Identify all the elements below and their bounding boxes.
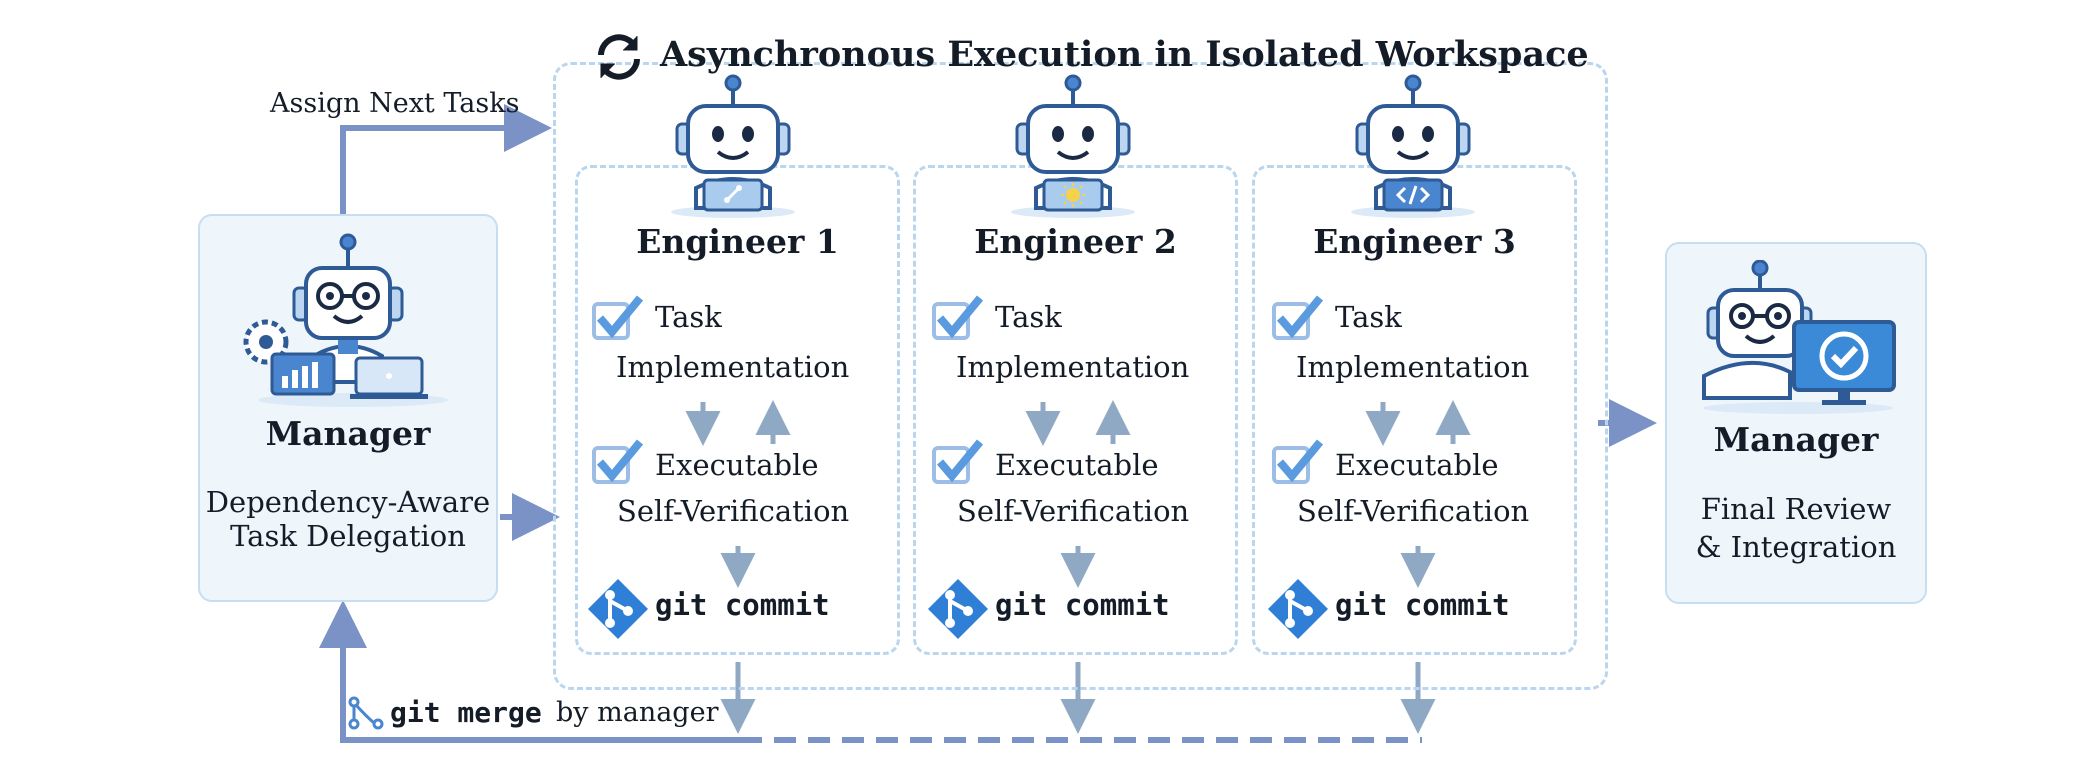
engineer-2-step-implementation-line2: Implementation [956,350,1190,384]
monitor-checkmark-icon [1702,260,1896,414]
engineer-1-git-commit: git commit [655,588,830,622]
engineer-1-step-arrows [685,400,791,588]
engineer-1-name: Engineer 1 [636,222,839,261]
engineer-1-step-implementation-line1: Task [655,300,722,334]
manager-right-role-line2: & Integration [1695,530,1897,564]
manager-right-role-line1: Final Review [1700,492,1892,526]
sync-icon [598,34,640,80]
isolated-workspace [553,62,1608,690]
engineer-2-git-commit: git commit [995,588,1170,622]
checkbox-checked-icon [932,439,984,484]
code-brackets-icon [1396,185,1430,205]
checkbox-checked-icon [932,295,984,340]
engineer-1-step-verification-line1: Executable [655,448,819,482]
engineer-2-step-implementation-line1: Task [995,300,1062,334]
engineer-2-name: Engineer 2 [974,222,1177,261]
engineer-1-step-implementation-line2: Implementation [616,350,850,384]
checkbox-checked-icon [592,439,644,484]
checkbox-checked-icon [592,295,644,340]
manager-left-role-line1: Dependency-Aware [205,485,491,519]
commit-down-arrows [720,662,1436,734]
assign-next-tasks-arrow [340,104,552,214]
merge-return-arrow [319,600,740,743]
git-merge-command: git merge [390,696,542,729]
checkbox-checked-icon [1272,439,1324,484]
engineer-3-step-arrows [1365,400,1471,588]
assign-next-tasks-label: Assign Next Tasks [270,88,520,119]
engineer-2-step-verification-line1: Executable [995,448,1159,482]
manager-right-name: Manager [1713,420,1879,459]
engineer-3-step-implementation-line2: Implementation [1296,350,1530,384]
checkbox-checked-icon [1272,295,1324,340]
engineer-2-step-verification-line2: Self-Verification [957,494,1190,528]
engineer-2-step-arrows [1025,400,1131,588]
engineer-3-name: Engineer 3 [1313,222,1516,261]
git-branch-icon [724,185,742,203]
git-logo-icon [928,579,988,639]
manager-left-name: Manager [265,414,431,453]
engineer-3-step-implementation-line1: Task [1335,300,1402,334]
robot-with-glasses-icon [243,233,448,407]
engineer-3-git-commit: git commit [1335,588,1510,622]
manager-left-role-line2: Task Delegation [230,519,466,553]
lightbulb-icon [1061,183,1085,207]
engineer-1-robot-icon [671,74,795,218]
git-logo-icon [588,579,648,639]
engineer-3-step-verification-line2: Self-Verification [1297,494,1530,528]
git-merge-icon [348,696,384,730]
git-merge-suffix: by manager [556,697,719,728]
engineer-1-step-verification-line2: Self-Verification [617,494,850,528]
engineer-3-step-verification-line1: Executable [1335,448,1499,482]
engineer-2-robot-icon [1011,74,1135,218]
workspace-title: Asynchronous Execution in Isolated Works… [660,34,1589,75]
git-logo-icon [1268,579,1328,639]
